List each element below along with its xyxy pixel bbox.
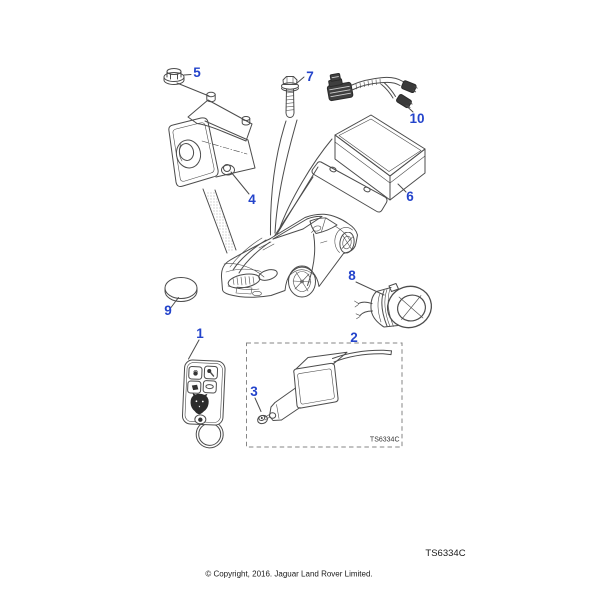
fixing-nut [254,397,268,425]
inset-kit-box: TS6334C [246,342,403,448]
module-fixing-bolt [281,76,305,118]
fob-button-icons [191,369,215,391]
callout-3: 3 [250,384,258,399]
car-illustration [220,213,358,298]
callout-6: 6 [406,189,414,204]
callout-5: 5 [193,65,201,80]
intrusion-sensor [354,281,433,329]
inclination-sensor [264,349,392,421]
inset-code: TS6334C [370,437,400,444]
remote-transmitter [181,339,226,449]
sounder-fixing-nut [163,68,210,97]
copyright: © Copyright, 2016. Jaguar Land Rover Lim… [205,570,372,579]
callout-8: 8 [348,268,356,283]
remote-battery [164,277,198,308]
alarm-sounder [168,91,256,195]
callout-2: 2 [350,330,358,345]
callout-7: 7 [306,69,314,84]
figure-code: TS6334C [425,548,465,559]
callout-10: 10 [409,111,424,126]
link-harness [326,73,418,113]
leader-lines [202,119,333,254]
callout-9: 9 [164,303,172,318]
callout-1: 1 [196,326,204,341]
security-control-module [311,114,426,213]
callout-4: 4 [248,192,256,207]
